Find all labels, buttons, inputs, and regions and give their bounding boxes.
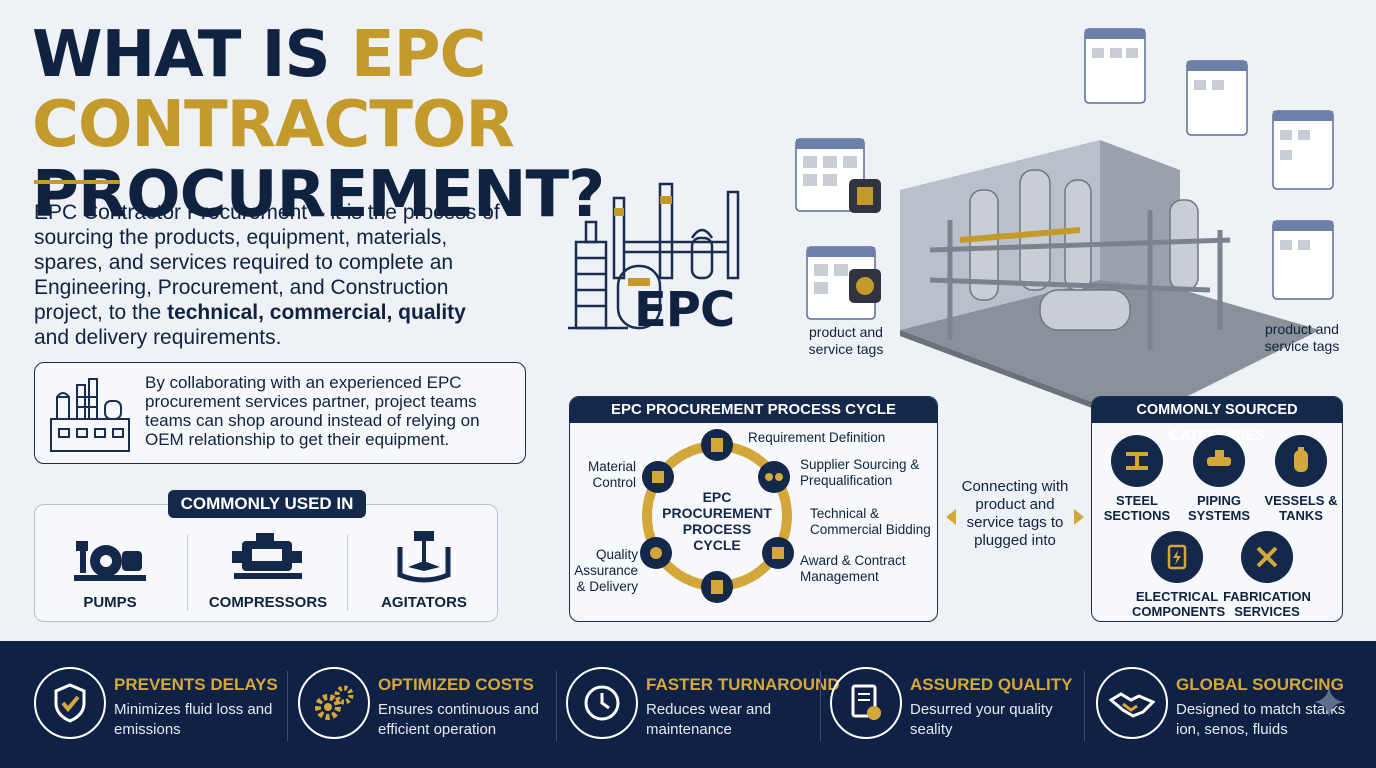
steel-beam-icon xyxy=(1126,452,1148,470)
factory-icon xyxy=(50,378,130,452)
benefit-desc: Reduces wear and maintenance xyxy=(646,701,772,738)
catalog-card-icon xyxy=(1272,220,1334,300)
category-label: VESSELS & TANKS xyxy=(1264,493,1338,523)
categories-heading: COMMONLY SOURCED CATEGORIES xyxy=(1092,397,1342,444)
collaboration-text: By collaborating with an experienced EPC… xyxy=(145,373,480,449)
compressor-icon xyxy=(232,533,302,579)
tools-icon xyxy=(1256,546,1278,568)
pump-icon xyxy=(74,541,146,581)
cycle-step-quality: Quality Assurance & Delivery xyxy=(574,547,638,594)
category-vessels: VESSELS & TANKS xyxy=(1256,435,1342,523)
divider xyxy=(1084,671,1085,741)
title-underline xyxy=(34,180,120,184)
used-item-pumps: PUMPS xyxy=(35,531,185,611)
cycle-step-material: Material Control xyxy=(587,459,636,490)
category-label: STEEL SECTIONS xyxy=(1103,493,1171,523)
used-label-compressors: COMPRESSORS xyxy=(208,594,328,611)
pipe-icon xyxy=(1207,450,1231,466)
category-label: FABRICATION SERVICES xyxy=(1223,589,1311,619)
category-electrical: ELECTRICAL COMPONENTS xyxy=(1132,531,1226,619)
certificate-icon xyxy=(851,684,881,720)
divider xyxy=(287,671,288,741)
gears-icon xyxy=(315,685,354,720)
catalog-card-icon xyxy=(1186,60,1248,136)
benefit-desc: Desurred your quality seality xyxy=(910,701,1053,738)
intro-lead: EPC Contractor Procurement – it is the p… xyxy=(34,201,500,324)
benefit-prevents-delays: PREVENTS DELAYS Minimizes fluid loss and… xyxy=(34,667,284,743)
benefit-desc: Minimizes fluid loss and emissions xyxy=(114,701,273,738)
benefit-desc: Ensures continuous and efficient operati… xyxy=(378,701,539,738)
divider xyxy=(187,535,188,611)
agitator-icon xyxy=(397,531,451,583)
used-label-pumps: PUMPS xyxy=(83,594,137,611)
cycle-step-sourcing: Supplier Sourcing & Prequalification xyxy=(800,457,920,488)
electrical-icon xyxy=(1167,544,1187,570)
category-fabrication: FABRICATION SERVICES xyxy=(1222,531,1312,619)
process-cycle-box: EPC PROCUREMENT PROCESS CYCLE EPC PROCUR… xyxy=(569,396,938,622)
category-steel: STEEL SECTIONS xyxy=(1092,435,1182,523)
category-label: PIPING SYSTEMS xyxy=(1187,493,1251,523)
category-piping: PIPING SYSTEMS xyxy=(1174,435,1264,523)
sparkle-icon xyxy=(1314,687,1344,717)
category-label: ELECTRICAL COMPONENTS xyxy=(1132,589,1226,619)
benefit-optimized-costs: OPTIMIZED COSTS Ensures continuous and e… xyxy=(298,667,548,743)
intro-paragraph: EPC Contractor Procurement – it is the p… xyxy=(34,200,504,350)
connecting-text: Connecting with product and service tags… xyxy=(961,478,1069,549)
cycle-step-award: Award & Contract Management xyxy=(800,553,906,584)
benefit-desc: Designed to match starks ion, senos, flu… xyxy=(1176,701,1346,738)
title-part-1: WHAT IS xyxy=(32,18,351,92)
benefit-title: OPTIMIZED COSTS xyxy=(378,675,534,694)
epc-logo-text: EPC xyxy=(634,282,735,338)
collaboration-box: By collaborating with an experienced EPC… xyxy=(34,362,526,464)
tag-chip-icon xyxy=(849,269,881,303)
process-cycle-heading: EPC PROCUREMENT PROCESS CYCLE xyxy=(570,397,937,423)
refinery-icon xyxy=(568,182,740,330)
handshake-icon xyxy=(1109,692,1155,718)
used-item-compressors: COMPRESSORS xyxy=(193,531,343,611)
plant-illustration xyxy=(900,140,1320,420)
divider xyxy=(556,671,557,741)
benefit-title: ASSURED QUALITY xyxy=(910,675,1073,694)
used-item-agitators: AGITATORS xyxy=(349,531,499,611)
tank-icon xyxy=(1294,447,1308,472)
tag-chip-icon xyxy=(849,179,881,213)
intro-tail: and delivery requirements. xyxy=(34,326,282,349)
commonly-used-box: PUMPS COMPRESSORS AGITATORS xyxy=(34,504,498,622)
benefit-title: FASTER TURNAROUND xyxy=(646,675,840,694)
arrow-left-icon xyxy=(946,509,956,525)
divider xyxy=(347,535,348,611)
people-icon xyxy=(758,461,790,493)
page-title: WHAT IS EPC CONTRACTOR PROCUREMENT? xyxy=(32,20,912,230)
benefit-title: GLOBAL SOURCING xyxy=(1176,675,1344,694)
commonly-used-heading: COMMONLY USED IN xyxy=(168,490,366,518)
sourced-categories-box: COMMONLY SOURCED CATEGORIES STEEL SECTIO… xyxy=(1091,396,1343,622)
title-part-2: EPC CONTRACTOR xyxy=(32,18,515,162)
benefit-assured-quality: ASSURED QUALITY Desurred your quality se… xyxy=(830,667,1080,743)
clock-icon xyxy=(584,685,620,721)
shield-check-icon xyxy=(54,683,86,723)
catalog-card-icon xyxy=(795,138,865,212)
benefit-global-sourcing: GLOBAL SOURCING Designed to match starks… xyxy=(1096,667,1346,743)
cycle-step-bidding: Technical & Commercial Bidding xyxy=(810,506,931,537)
cycle-ring xyxy=(640,429,794,603)
benefit-title: PREVENTS DELAYS xyxy=(114,675,278,694)
catalog-card-icon xyxy=(1272,110,1334,190)
title-part-3: PROCUREMENT? xyxy=(32,158,605,232)
divider xyxy=(820,671,821,741)
used-label-agitators: AGITATORS xyxy=(381,594,467,611)
cycle-center-label: EPC PROCUREMENT PROCESS CYCLE xyxy=(662,489,772,553)
benefits-banner: PREVENTS DELAYS Minimizes fluid loss and… xyxy=(0,641,1376,768)
arrow-right-icon xyxy=(1074,509,1084,525)
catalog-card-icon xyxy=(1084,28,1146,104)
cycle-step-requirement: Requirement Definition xyxy=(748,430,886,445)
intro-bold: technical, commercial, quality xyxy=(167,301,466,324)
benefit-faster-turnaround: FASTER TURNAROUND Reduces wear and maint… xyxy=(566,667,840,743)
